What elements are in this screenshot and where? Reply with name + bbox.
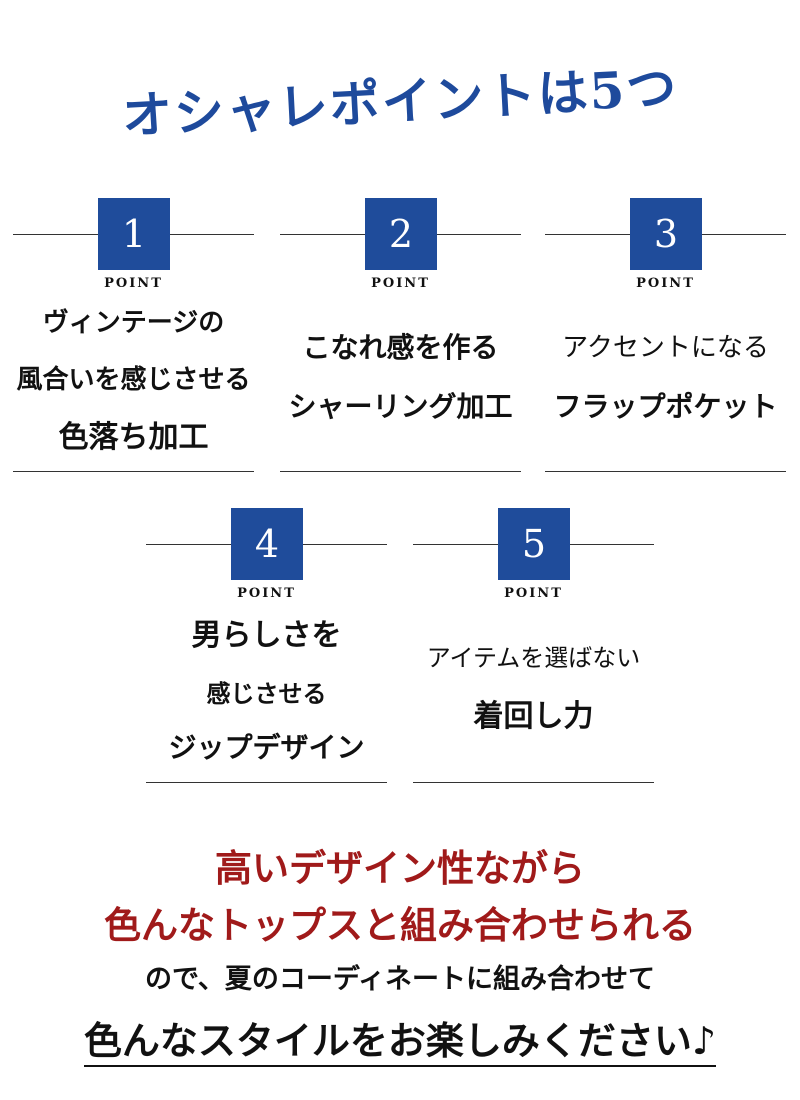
point-description: 男らしさを 感じさせる ジップデザイン — [140, 610, 393, 778]
point-number-badge: 2 — [365, 198, 437, 270]
description-line: 男らしさを — [191, 618, 342, 653]
point-label: POINT — [237, 586, 296, 601]
divider-line — [413, 782, 654, 783]
description-line: 色落ち加工 — [58, 420, 209, 455]
summary-line-4: 色んなスタイルをお楽しみください♪ — [83, 1018, 717, 1067]
divider-line — [13, 471, 254, 472]
summary-line-2: 色んなトップスと組み合わせられる — [104, 903, 696, 947]
description-line: ヴィンテージの — [42, 308, 225, 338]
point-description: アクセントになる フラップポケット — [539, 323, 792, 435]
description-line: アクセントになる — [562, 333, 769, 363]
description-line: 感じさせる — [206, 679, 327, 708]
description-line: アイテムを選ばない — [426, 644, 641, 672]
point-label: POINT — [371, 276, 430, 291]
description-line: 風合いを感じさせる — [16, 365, 251, 395]
divider-line — [545, 471, 786, 472]
summary-line-3: ので、夏のコーディネートに組み合わせて — [144, 964, 656, 995]
page-title: オシャレポイントは5つ — [120, 57, 680, 146]
point-label: POINT — [504, 586, 563, 601]
point-label: POINT — [636, 276, 695, 291]
description-line: フラップポケット — [553, 390, 778, 423]
point-number-badge: 5 — [498, 508, 570, 580]
point-label: POINT — [104, 276, 163, 291]
description-line: こなれ感を作る — [302, 331, 499, 364]
summary-line-4-container: 色んなスタイルをお楽しみください♪ — [0, 1010, 800, 1067]
description-line: ジップデザイン — [168, 731, 365, 764]
point-description: こなれ感を作る シャーリング加工 — [274, 323, 527, 435]
description-line: シャーリング加工 — [288, 390, 513, 423]
divider-line — [146, 782, 387, 783]
summary-line-1: 高いデザイン性ながら — [215, 846, 585, 890]
point-description: アイテムを選ばない 着回し力 — [407, 633, 660, 747]
description-line: 着回し力 — [473, 699, 594, 734]
point-number-badge: 4 — [231, 508, 303, 580]
divider-line — [280, 471, 521, 472]
point-number-badge: 3 — [630, 198, 702, 270]
point-number-badge: 1 — [98, 198, 170, 270]
point-description: ヴィンテージの 風合いを感じさせる 色落ち加工 — [7, 298, 260, 468]
